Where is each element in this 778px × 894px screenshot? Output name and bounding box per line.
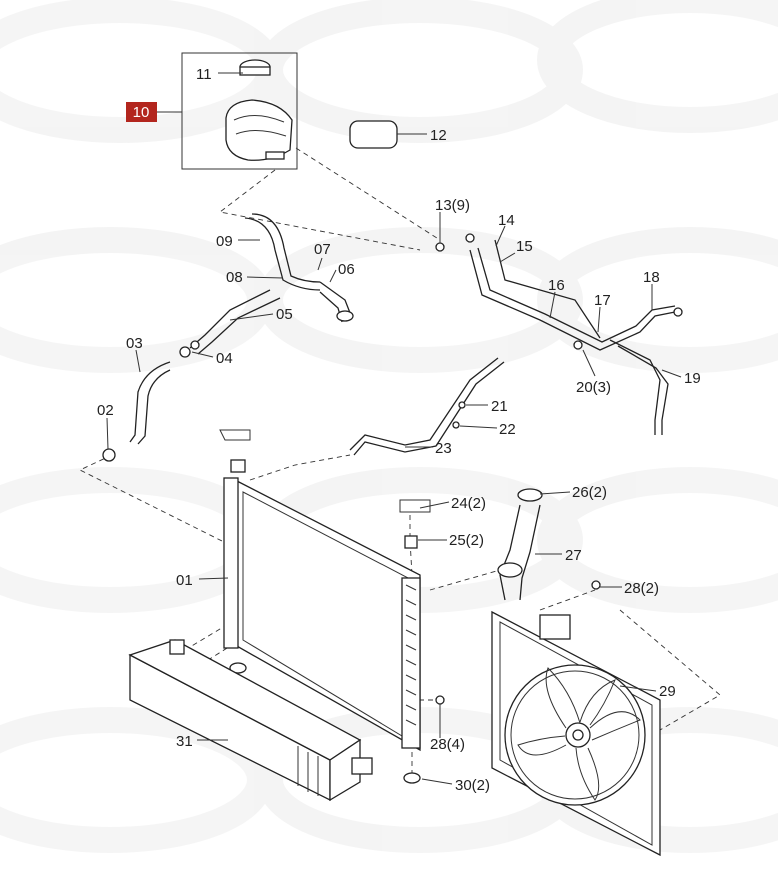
callout-01: 01 (176, 572, 193, 589)
callout-15: 15 (516, 238, 533, 255)
callout-14: 14 (498, 212, 515, 229)
callout-28-top: 28(2) (624, 580, 659, 597)
bypass-tubes (435, 233, 683, 435)
upper-hoses (102, 213, 354, 462)
callout-02: 02 (97, 402, 114, 419)
callout-28-bottom: 28(4) (430, 736, 465, 753)
callout-03: 03 (126, 335, 143, 352)
callout-31: 31 (176, 733, 193, 750)
callout-26: 26(2) (572, 484, 607, 501)
callout-05: 05 (276, 306, 293, 323)
callout-11: 11 (196, 66, 212, 83)
callout-25: 25(2) (449, 532, 484, 549)
coolant-pipe-23 (349, 357, 505, 456)
callout-09: 09 (216, 233, 233, 250)
callout-17: 17 (594, 292, 611, 309)
reservoir-assembly (157, 52, 298, 170)
callout-07: 07 (314, 241, 331, 258)
leader-lines (106, 72, 682, 785)
callout-24: 24(2) (451, 495, 486, 512)
callout-29: 29 (659, 683, 676, 700)
callout-10-highlight (126, 102, 157, 122)
callout-30: 30(2) (455, 777, 490, 794)
callout-16: 16 (548, 277, 565, 294)
hose-clamp-02 (102, 448, 116, 462)
lower-hose-27 (497, 488, 543, 601)
callout-18: 18 (643, 269, 660, 286)
callout-13: 13(9) (435, 197, 470, 214)
callout-27: 27 (565, 547, 582, 564)
callout-12: 12 (430, 127, 447, 144)
callout-04: 04 (216, 350, 233, 367)
callout-labels: 11 12 13(9) 14 15 16 17 18 19 20(3) 21 2… (97, 66, 701, 794)
callout-08: 08 (226, 269, 243, 286)
callout-20: 20(3) (576, 379, 611, 396)
radiator (219, 429, 445, 784)
intercooler (128, 639, 373, 802)
callout-23: 23 (435, 440, 452, 457)
callout-06: 06 (338, 261, 355, 278)
callout-19: 19 (684, 370, 701, 387)
callout-22: 22 (499, 421, 516, 438)
part-12-pad (349, 120, 398, 149)
callout-10: 10 (133, 104, 150, 121)
callout-21: 21 (491, 398, 508, 415)
cooling-fan (491, 580, 661, 857)
